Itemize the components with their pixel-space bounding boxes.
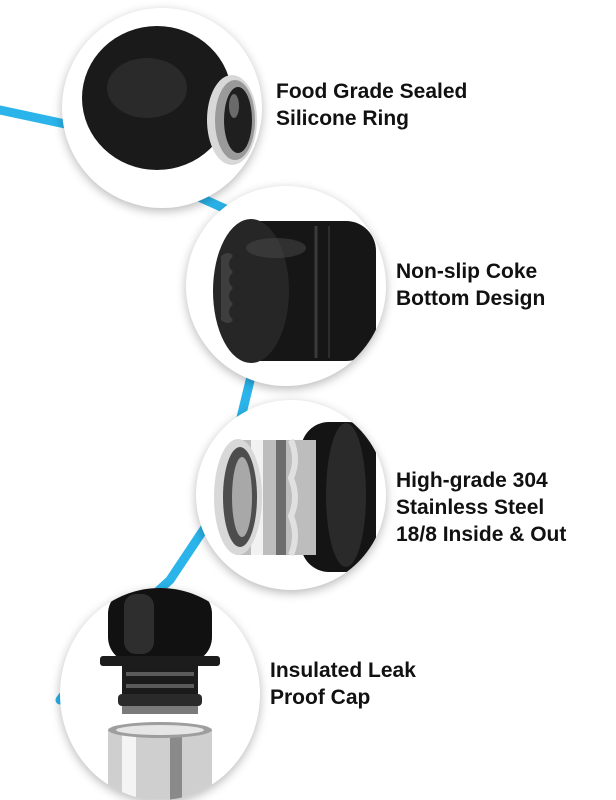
leak-proof-cap-photo <box>60 588 260 800</box>
feature-label: Insulated Leak Proof Cap <box>270 657 416 711</box>
feature-label-line: Stainless Steel <box>396 496 545 519</box>
feature-label-line: High-grade 304 <box>396 469 548 492</box>
feature-label-line: Insulated Leak <box>270 659 416 682</box>
grooved-base-icon <box>213 219 376 363</box>
feature-label-line: 18/8 Inside & Out <box>396 523 567 546</box>
feature-label: Food Grade Sealed Silicone Ring <box>276 78 467 132</box>
feature-label-line: Food Grade Sealed <box>276 80 468 103</box>
lid-seal-ring-icon <box>82 26 257 170</box>
feature-label-line: Bottom Design <box>396 287 546 310</box>
seal-ring-photo <box>62 8 262 208</box>
stainless-steel-photo <box>196 400 386 590</box>
coke-bottom-photo <box>186 186 386 386</box>
feature-label: High-grade 304 Stainless Steel 18/8 Insi… <box>396 467 566 548</box>
cap-and-neck-icon <box>100 588 220 800</box>
feature-label-line: Non-slip Coke <box>396 260 538 283</box>
steel-thread-icon <box>214 422 376 572</box>
feature-label-line: Silicone Ring <box>276 107 410 130</box>
feature-label-line: Proof Cap <box>270 686 371 709</box>
feature-label: Non-slip Coke Bottom Design <box>396 258 545 312</box>
